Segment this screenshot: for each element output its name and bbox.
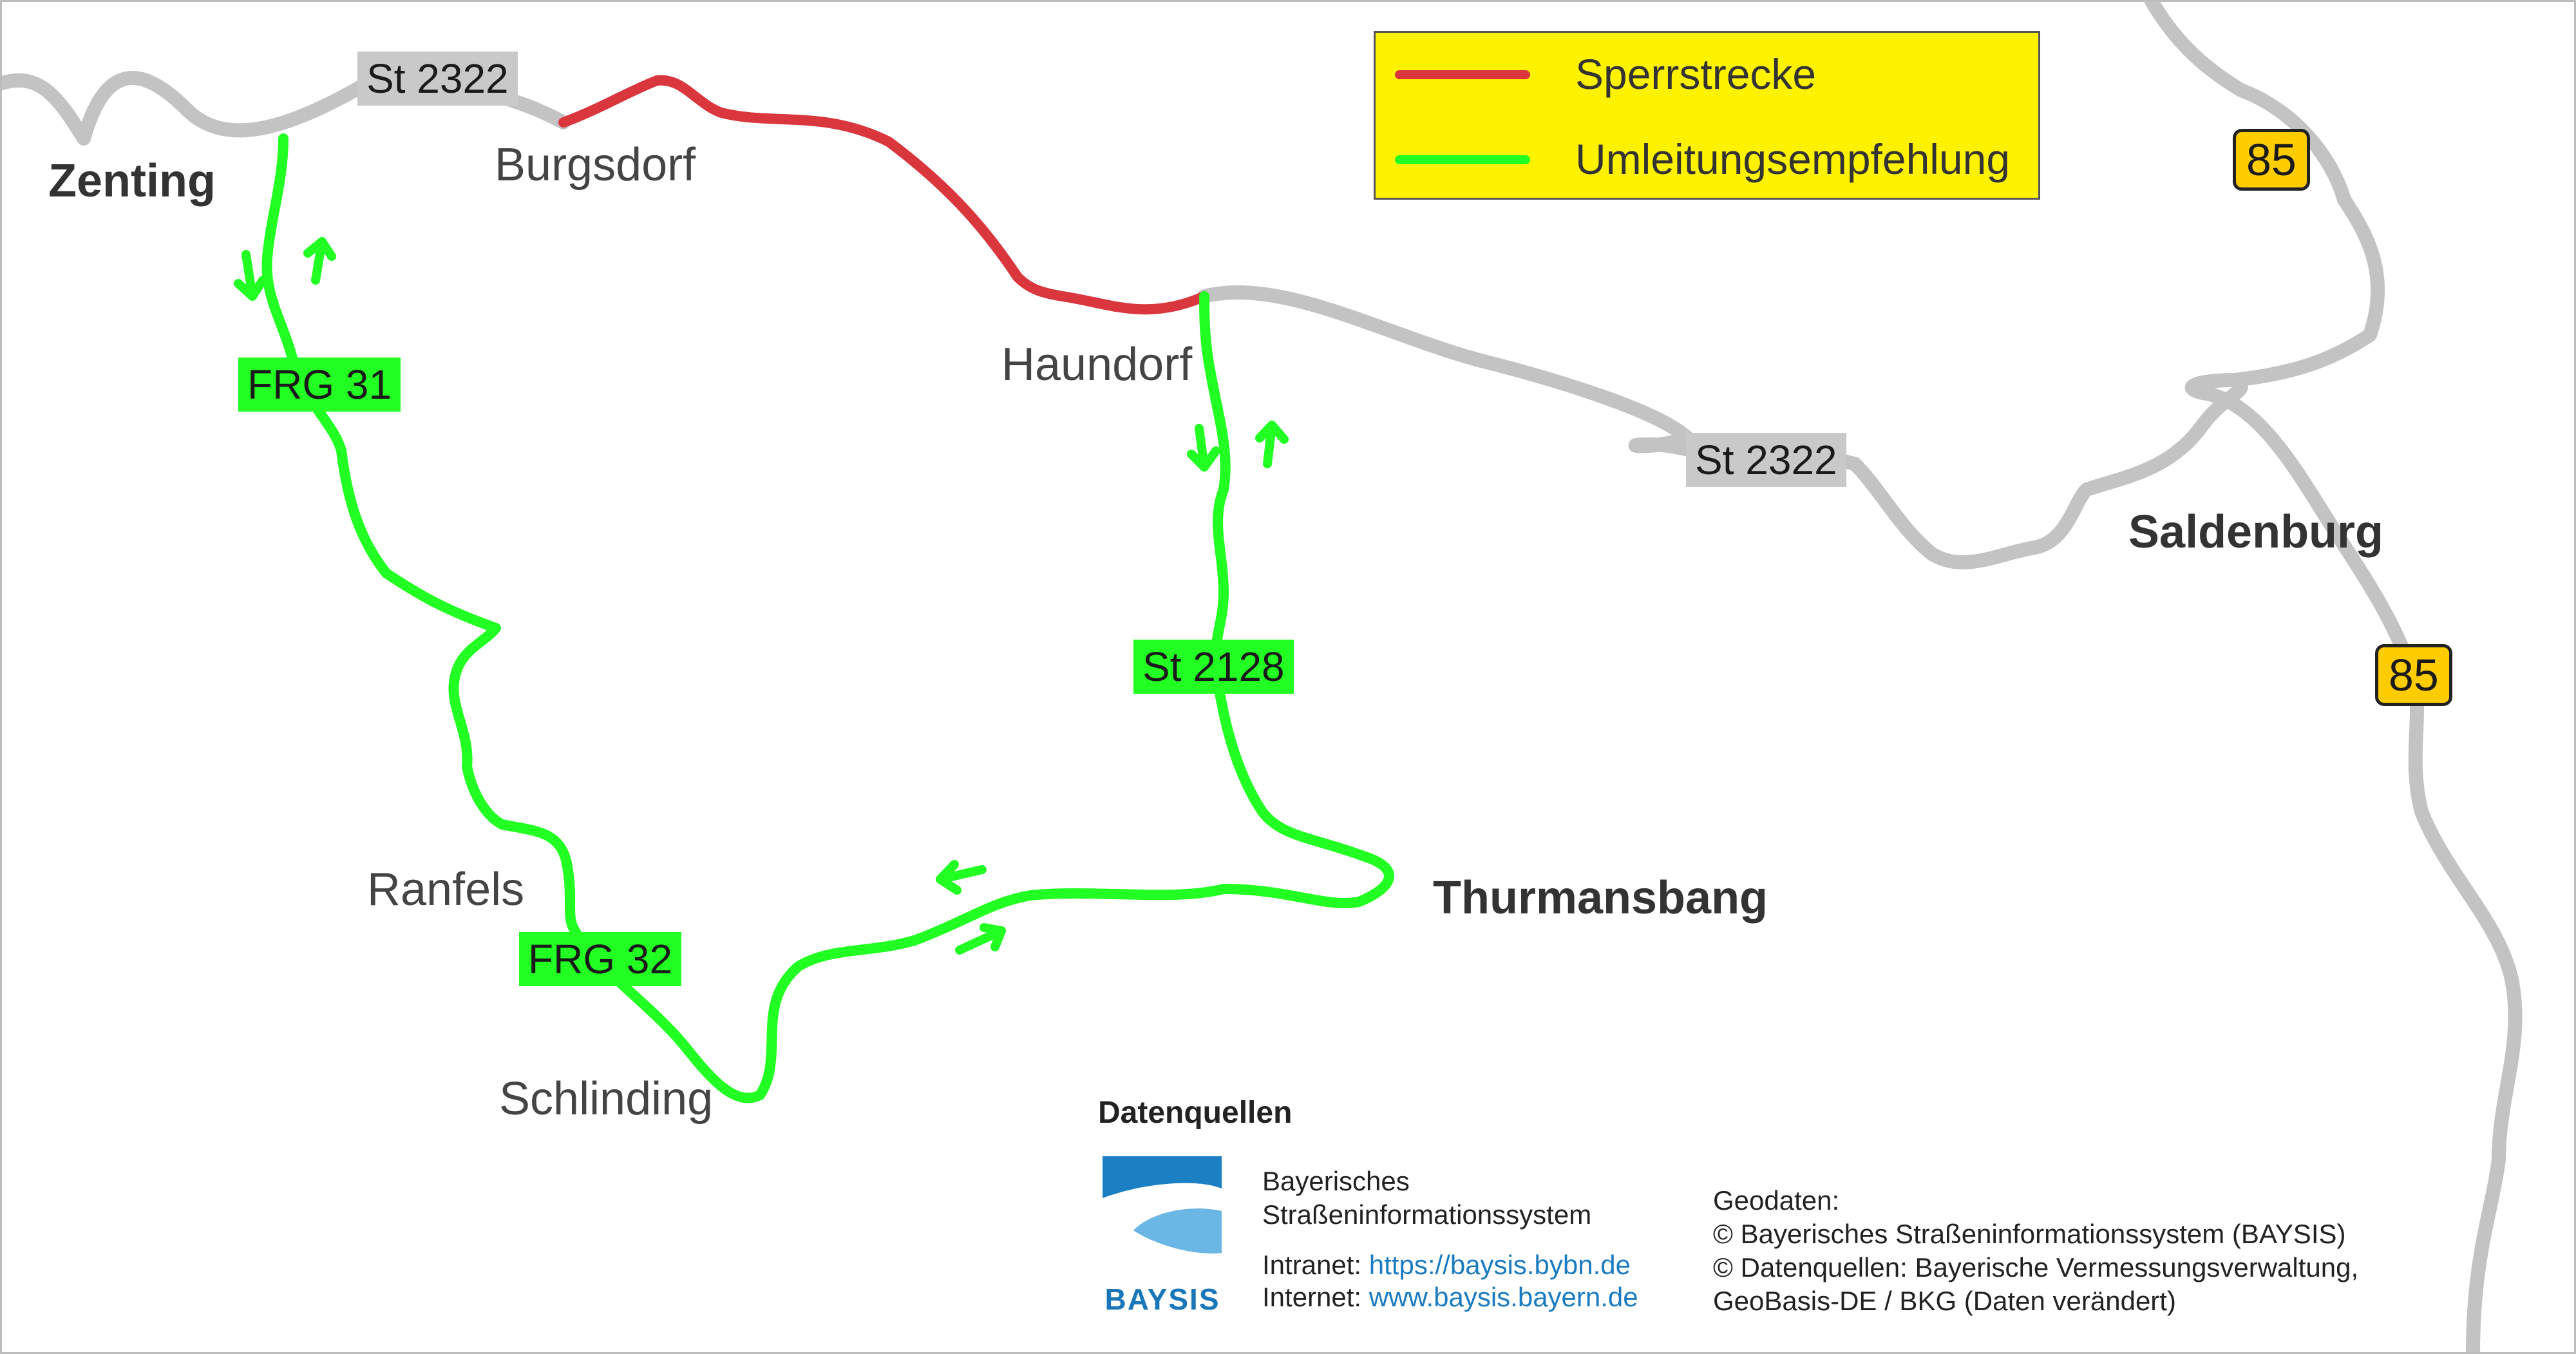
baysis-logo-text: BAYSIS: [1104, 1282, 1220, 1316]
baysis-logo-icon: [1103, 1156, 1222, 1275]
road-shield-st2322-right: St 2322: [1686, 433, 1846, 487]
closure-route: [558, 75, 1209, 315]
intranet-line: Intranet: https://baysis.bybn.de: [1262, 1250, 1631, 1281]
legend-row-detour: Umleitungsempfehlung: [1376, 123, 2038, 194]
system-name-line1: Bayerisches: [1262, 1166, 1410, 1196]
road-b85: [2144, 0, 2523, 1354]
place-thurmansbang: Thurmansbang: [1433, 872, 1768, 924]
arrow-down-icon-st2128: [1187, 424, 1220, 472]
intranet-label: Intranet:: [1262, 1250, 1362, 1280]
arrow-down-icon-frg31: [234, 250, 267, 301]
internet-line: Internet: www.baysis.bayern.de: [1262, 1282, 1638, 1313]
legend-label-detour: Umleitungsempfehlung: [1575, 135, 2011, 183]
sources-title: Datenquellen: [1098, 1096, 1293, 1130]
geo-line2: © Datenquellen: Bayerische Vermessungsve…: [1713, 1252, 2359, 1282]
arrow-up-icon-st2128: [1255, 421, 1289, 468]
road-shield-b85-bottom: 85: [2375, 644, 2452, 706]
road-shield-frg31: FRG 31: [238, 358, 401, 412]
place-schlinding: Schlinding: [499, 1073, 714, 1125]
road-shield-b85-top: 85: [2233, 129, 2310, 191]
road-shield-st2322-top: St 2322: [357, 52, 518, 106]
road-shield-st2128: St 2128: [1133, 640, 1294, 694]
detour-frg31: [261, 133, 578, 933]
internet-link[interactable]: www.baysis.bayern.de: [1368, 1282, 1638, 1312]
place-saldenburg: Saldenburg: [2128, 506, 2384, 558]
detour-st2128: [1199, 291, 1231, 682]
arrow-up-icon-frg31: [303, 237, 336, 285]
map-legend: Sperrstrecke Umleitungsempfehlung: [1374, 31, 2040, 200]
road-shield-frg32: FRG 32: [519, 932, 682, 986]
geo-title: Geodaten:: [1713, 1185, 1840, 1216]
arrow-left-icon-frg32: [936, 860, 987, 895]
data-sources: Datenquellen BAYSIS Bayerisches Straßeni…: [1098, 1095, 2515, 1340]
road-st2322-east: [1197, 285, 2248, 569]
place-zenting: Zenting: [48, 155, 216, 207]
geo-line1: © Bayerisches Straßeninformationssystem …: [1713, 1219, 2346, 1249]
system-name-line2: Straßeninformationssystem: [1262, 1199, 1592, 1230]
intranet-link[interactable]: https://baysis.bybn.de: [1368, 1250, 1631, 1280]
place-ranfels: Ranfels: [367, 864, 525, 915]
legend-swatch-detour: [1395, 155, 1530, 164]
legend-row-closure: Sperrstrecke: [1376, 38, 2038, 109]
internet-label: Internet:: [1262, 1282, 1362, 1312]
baysis-logo: BAYSIS: [1101, 1156, 1224, 1317]
place-burgsdorf: Burgsdorf: [495, 139, 696, 191]
geo-line3: GeoBasis-DE / BKG (Daten verändert): [1713, 1286, 2176, 1316]
arrow-right-icon-frg32: [955, 923, 1006, 955]
detour-frg32: [568, 671, 1394, 1103]
legend-swatch-closure: [1395, 70, 1530, 79]
legend-label-closure: Sperrstrecke: [1575, 50, 1817, 98]
place-haundorf: Haundorf: [1001, 339, 1193, 390]
